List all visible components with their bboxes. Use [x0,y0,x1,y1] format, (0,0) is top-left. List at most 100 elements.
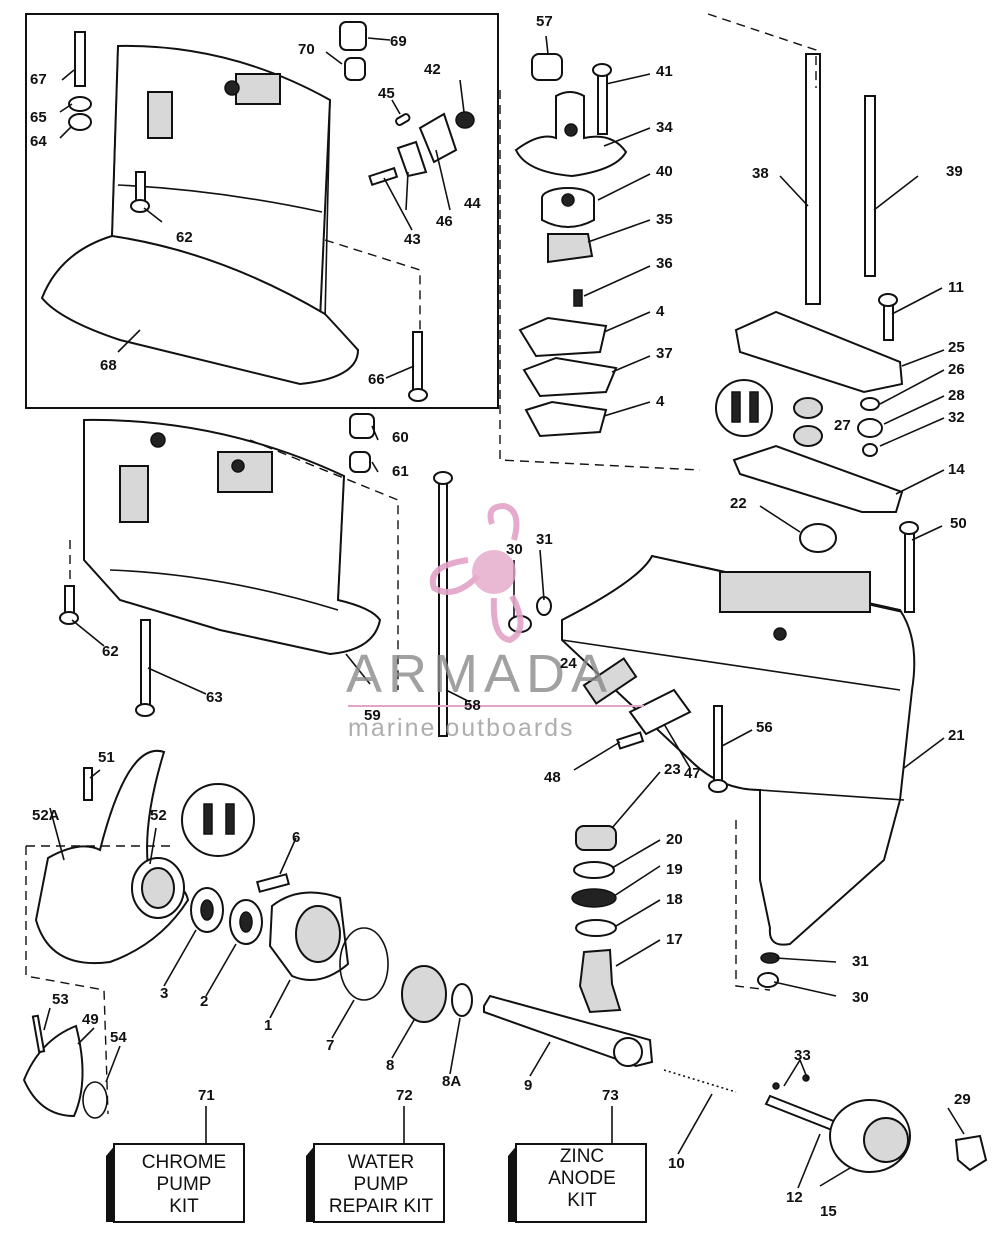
callout-2: 2 [200,993,208,1010]
kit-zinc-line-2: ANODE [548,1168,616,1189]
callout-24: 24 [560,655,577,672]
callout-15: 15 [820,1203,837,1220]
callout-65: 65 [30,109,47,126]
callout-69: 69 [390,33,407,50]
callout-4-upper: 4 [656,303,665,320]
callout-45: 45 [378,85,395,102]
callout-9: 9 [524,1077,532,1094]
callout-49: 49 [82,1011,99,1028]
callout-32: 32 [948,409,965,426]
armada-logo-icon [429,502,524,644]
callout-40: 40 [656,163,673,180]
callout-37: 37 [656,345,673,362]
callout-53: 53 [52,991,69,1008]
callout-31-lower: 31 [852,953,869,970]
callout-42: 42 [424,61,441,78]
callout-4-lower: 4 [656,393,665,410]
callout-51: 51 [98,749,115,766]
kit-chrome-line-2: PUMP [157,1174,212,1195]
callout-46: 46 [436,213,453,230]
callout-29: 29 [954,1091,971,1108]
callout-27: 27 [834,417,851,434]
callout-43: 43 [404,231,421,248]
callout-1: 1 [264,1017,272,1034]
callout-50: 50 [950,515,967,532]
callout-52A: 52A [32,807,60,824]
callout-22: 22 [730,495,747,512]
callout-35: 35 [656,211,673,228]
callout-62-main: 62 [102,643,119,660]
callout-63: 63 [206,689,223,706]
callout-36: 36 [656,255,673,272]
kit-chrome-line-1: CHROME [142,1152,226,1173]
callout-61: 61 [392,463,409,480]
inset-small-parts [68,21,475,402]
callout-41: 41 [656,63,673,80]
callout-8: 8 [386,1057,394,1074]
callout-26: 26 [948,361,965,378]
callout-11: 11 [948,279,964,296]
callout-23: 23 [664,761,681,778]
callout-30-lower: 30 [852,989,869,1006]
callout-33: 33 [794,1047,811,1064]
callout-68: 68 [100,357,117,374]
propeller-assembly [22,749,988,1173]
callout-56: 56 [756,719,773,736]
callout-6: 6 [292,829,300,846]
callout-34: 34 [656,119,673,136]
callout-57: 57 [536,13,553,30]
callout-48: 48 [544,769,561,786]
callout-25: 25 [948,339,965,356]
callout-8A: 8A [442,1073,461,1090]
callout-19: 19 [666,861,683,878]
callout-64: 64 [30,133,47,150]
callout-71: 71 [198,1087,215,1104]
callout-3: 3 [160,985,168,1002]
callout-7: 7 [326,1037,334,1054]
callout-14: 14 [948,461,965,478]
driveshaft-parts [707,13,919,613]
callout-17: 17 [666,931,683,948]
callout-60: 60 [392,429,409,446]
callout-54: 54 [110,1029,127,1046]
callout-12: 12 [786,1189,803,1206]
exhaust-small-parts [59,413,453,737]
water-pump-parts [499,53,701,471]
leader-lines [43,35,965,1189]
callout-66: 66 [368,371,385,388]
kit-water-line-2: PUMP [354,1174,409,1195]
kit-zinc-line-1: ZINC [560,1146,604,1167]
callout-31-upper: 31 [536,531,553,548]
callout-38: 38 [752,165,769,182]
callout-58: 58 [464,697,481,714]
exhaust-housing-inset [40,44,360,386]
gearcase [561,554,916,991]
callout-18: 18 [666,891,683,908]
kit-zinc-line-3: KIT [567,1190,597,1211]
callout-73: 73 [602,1087,619,1104]
callout-72: 72 [396,1087,413,1104]
callout-10: 10 [668,1155,685,1172]
callout-21: 21 [948,727,965,744]
callout-labels: 67 65 64 62 70 69 45 42 44 46 43 68 66 5… [30,13,971,1220]
inset-frame [25,13,499,409]
exhaust-housing-main [69,418,399,690]
callout-30-upper: 30 [506,541,523,558]
kit-chrome-line-3: KIT [169,1196,199,1217]
kit-water-line-1: WATER [348,1152,415,1173]
callout-20: 20 [666,831,683,848]
callout-52: 52 [150,807,167,824]
callout-62-inset: 62 [176,229,193,246]
callout-28: 28 [948,387,965,404]
kit-water-line-3: REPAIR KIT [329,1196,434,1217]
callout-39: 39 [946,163,963,180]
callout-47: 47 [684,765,701,782]
callout-67: 67 [30,71,47,88]
